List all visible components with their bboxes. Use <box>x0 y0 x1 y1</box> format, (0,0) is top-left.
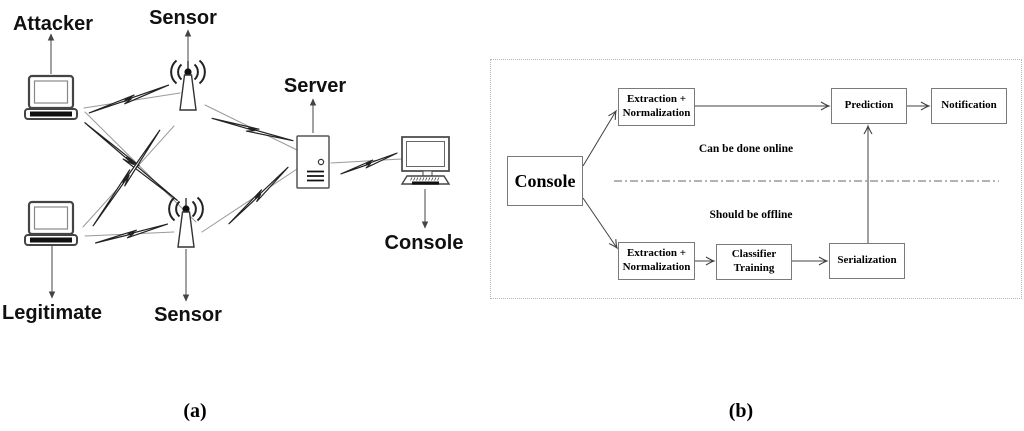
lightning-bolt-icon <box>93 223 170 244</box>
prediction-box: Prediction <box>831 88 907 124</box>
sensor-top-label: Sensor <box>149 7 217 29</box>
console-label: Console <box>385 232 464 254</box>
arrow-console-to-extraction-top <box>582 109 617 167</box>
notification-box: Notification <box>931 88 1007 124</box>
lightning-bolt-icon <box>338 152 400 175</box>
serialization-box: Serialization <box>829 243 905 279</box>
sensor-antenna-icon-bottom <box>168 196 204 248</box>
caption-b: (b) <box>728 400 754 422</box>
classifier-training-box: Classifier Training <box>716 244 792 280</box>
sensor-bottom-label: Sensor <box>154 304 222 326</box>
sensor-antenna-icon-top <box>170 59 206 111</box>
network-diagram-canvas: Attacker Sensor Server Console Legitimat… <box>2 7 464 326</box>
server-label: Server <box>284 75 346 97</box>
extraction-normalization-top-box: Extraction + Normalization <box>618 88 695 126</box>
wireless-links <box>82 84 403 244</box>
lightning-bolt-icon <box>220 166 297 225</box>
online-annotation: Can be done online <box>698 143 794 155</box>
caption-a: (a) <box>183 400 207 422</box>
lightning-bolt-icon <box>84 112 178 211</box>
legitimate-laptop-icon <box>23 200 79 247</box>
console-box: Console <box>507 156 583 206</box>
server-tower-icon <box>296 135 330 189</box>
flowchart-connectors <box>582 101 999 266</box>
lightning-bolt-icon <box>86 84 172 114</box>
legitimate-label: Legitimate <box>2 302 102 324</box>
attacker-laptop-icon <box>23 74 79 121</box>
lightning-bolt-icon <box>211 105 294 154</box>
offline-annotation: Should be offline <box>709 209 793 221</box>
arrow-console-to-extraction-bottom <box>582 197 618 250</box>
extraction-normalization-bottom-box: Extraction + Normalization <box>618 242 695 280</box>
panel-a-network-diagram: Attacker Sensor Server Console Legitimat… <box>0 0 490 340</box>
panel-b-flowchart: Console Extraction + Normalization Predi… <box>490 59 1022 299</box>
console-workstation-icon <box>400 136 451 185</box>
attacker-label: Attacker <box>13 13 93 35</box>
